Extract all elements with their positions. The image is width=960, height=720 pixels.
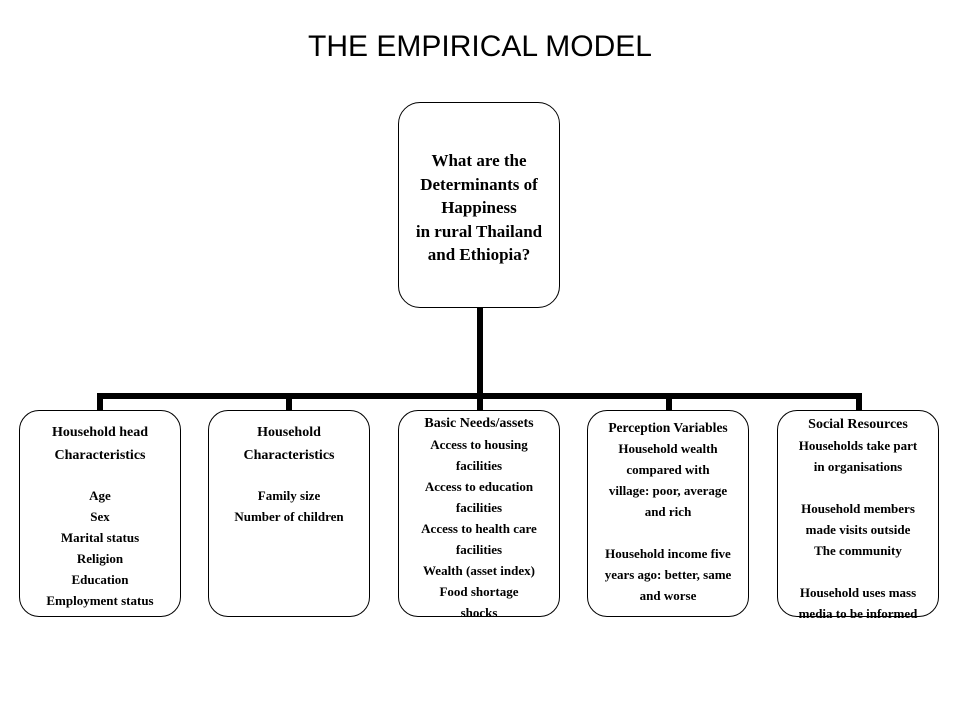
box-title: Basic Needs/assets xyxy=(424,416,534,431)
branch-connector-4 xyxy=(666,393,672,410)
root-line: Happiness xyxy=(441,198,517,217)
root-question-text: What are the Determinants of Happiness i… xyxy=(389,149,569,267)
list-item: facilities xyxy=(455,458,503,473)
branch-connector-2 xyxy=(286,393,292,410)
root-question-box: What are the Determinants of Happiness i… xyxy=(398,102,560,308)
branch-connector-1 xyxy=(97,393,103,410)
list-item: Access to health care xyxy=(421,521,537,536)
list-item: The community xyxy=(814,543,902,558)
list-item: Number of children xyxy=(234,509,344,524)
box-title: Household xyxy=(257,425,321,440)
list-item: Education xyxy=(71,572,129,587)
basic-needs-box: Basic Needs/assets Access to housing fac… xyxy=(398,410,560,620)
box-title: Household head xyxy=(51,425,149,440)
list-item: and worse xyxy=(639,588,697,603)
list-item: Family size xyxy=(257,488,321,503)
perception-variables-box: Perception Variables Household wealth co… xyxy=(587,410,749,617)
list-item: Age xyxy=(89,488,111,503)
list-item: Employment status xyxy=(46,593,154,608)
list-item: Access to education xyxy=(424,479,534,494)
household-head-box: Household head Characteristics Age Sex M… xyxy=(19,410,181,617)
list-item: Wealth (asset index) xyxy=(423,563,535,578)
root-line: Determinants of xyxy=(420,174,538,194)
root-line: and Ethiopia? xyxy=(427,245,531,264)
list-item: Religion xyxy=(76,551,124,566)
list-item: in organisations xyxy=(813,459,903,474)
list-item: Sex xyxy=(90,509,110,524)
box-title: Perception Variables xyxy=(608,420,728,435)
social-resources-box: Social Resources Households take part in… xyxy=(777,410,939,621)
list-item: facilities xyxy=(455,542,503,557)
root-stem xyxy=(477,308,483,395)
list-item: Household uses mass xyxy=(799,585,917,600)
list-item: media to be informed xyxy=(798,606,918,621)
list-item: facilities xyxy=(455,500,503,515)
list-item: Household income five xyxy=(605,546,731,561)
page-title: THE EMPIRICAL MODEL xyxy=(308,30,652,63)
list-item: Food shortage xyxy=(439,584,519,599)
list-item: made visits outside xyxy=(805,522,911,537)
list-item: years ago: better, same xyxy=(604,567,732,582)
list-item: Household wealth xyxy=(618,441,718,456)
box-title: Characteristics xyxy=(54,448,146,463)
list-item: Household members xyxy=(801,501,915,516)
list-item: Marital status xyxy=(60,530,140,545)
list-item: shocks xyxy=(460,605,498,620)
list-item: Households take part xyxy=(798,438,918,453)
list-item: Access to housing xyxy=(430,437,528,452)
list-item: compared with xyxy=(626,462,710,477)
root-line: in rural Thailand xyxy=(415,221,543,241)
branch-connector-5 xyxy=(856,393,862,410)
root-line: What are the xyxy=(431,151,527,170)
box-title: Characteristics xyxy=(243,448,335,463)
household-characteristics-box: Household Characteristics Family size Nu… xyxy=(208,410,370,617)
branch-connector-3 xyxy=(477,393,483,410)
list-item: and rich xyxy=(644,504,692,519)
box-title: Social Resources xyxy=(808,417,908,432)
list-item: village: poor, average xyxy=(608,483,728,498)
